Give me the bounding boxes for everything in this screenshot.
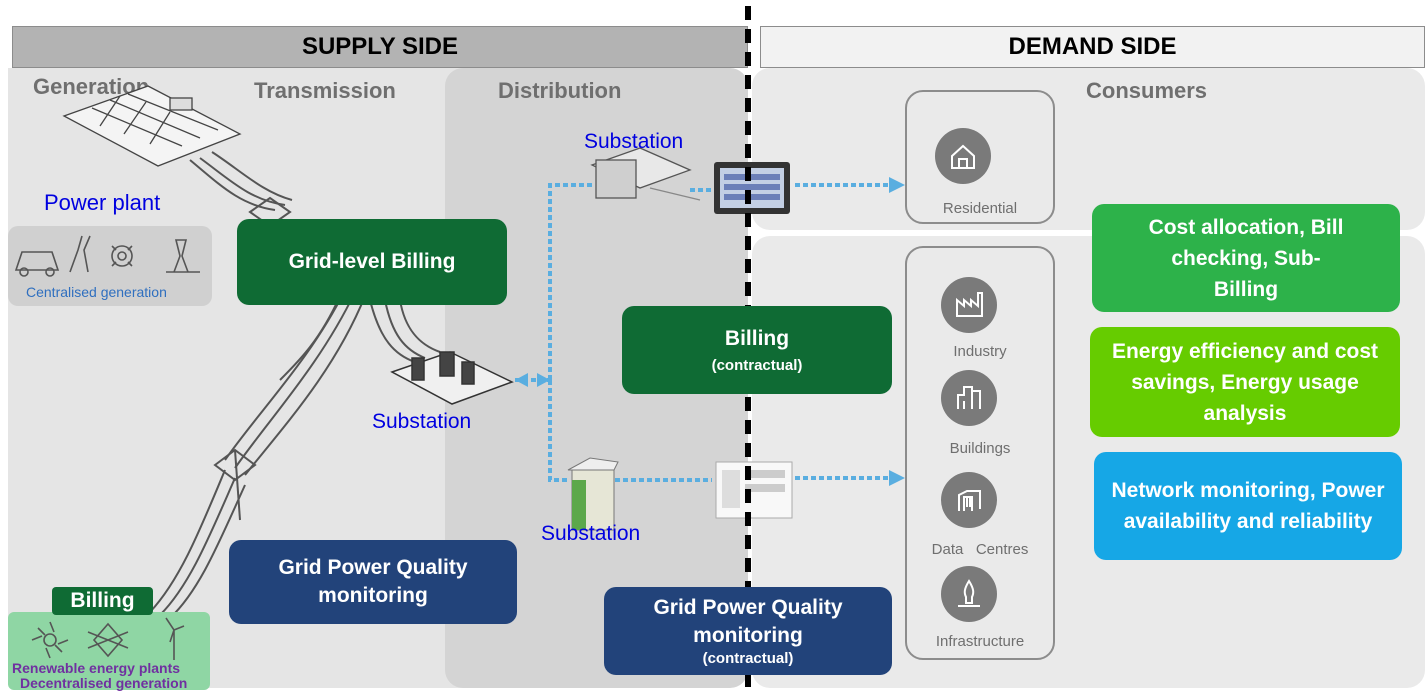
small-billing-text: Billing <box>70 589 135 612</box>
buildings-label: Buildings <box>949 440 1011 457</box>
residential-outline <box>905 90 1055 224</box>
energy-efficiency-text: Energy efficiency and cost savings, Ener… <box>1111 339 1379 425</box>
building-icon <box>941 370 997 426</box>
demand-side-header: DEMAND SIDE <box>760 26 1425 68</box>
centralised-icons <box>14 235 200 277</box>
renewable-group: Renewable energy plants Decentralised ge… <box>8 612 210 691</box>
substation-top-label: Substation <box>584 130 684 153</box>
consumers-label: Consumers <box>1086 78 1208 103</box>
cost-allocation-box: Cost allocation, Bill checking, Sub-Bill… <box>1092 204 1400 312</box>
flame-icon <box>941 566 997 622</box>
grid-level-billing-text: Grid-level Billing <box>288 250 456 273</box>
cost-allocation-text: Cost allocation, Bill checking, Sub-Bill… <box>1148 215 1344 301</box>
substation-mid-icon <box>390 351 514 405</box>
pylon-middle <box>213 448 257 521</box>
consumer-group-outline <box>905 246 1055 660</box>
energy-efficiency-box: Energy efficiency and cost savings, Ener… <box>1090 327 1400 437</box>
renewable-icons <box>31 617 185 660</box>
cabinet-icon <box>567 457 619 531</box>
house-icon <box>935 128 991 184</box>
grid-power-quality-text: Grid Power Quality monitoring <box>278 556 468 607</box>
substation-top-icon <box>590 147 701 201</box>
billing-title: Billing <box>724 326 790 350</box>
supply-side-header: SUPPLY SIDE <box>12 26 748 68</box>
centralised-generation-label: Centralised generation <box>26 284 167 300</box>
billing-subtitle: (contractual) <box>711 356 803 374</box>
grid-power-quality-contractual-box: Grid Power Quality monitoring (contractu… <box>604 587 892 675</box>
billing-contractual-box: Billing (contractual) <box>622 306 892 394</box>
meter-bottom-icon <box>715 461 793 519</box>
substation-mid-label: Substation <box>372 410 472 433</box>
industry-label: Industry <box>953 343 1007 360</box>
power-plant-icon <box>62 85 242 167</box>
demand-side-title: DEMAND SIDE <box>1008 33 1177 60</box>
grid-power-quality-box: Grid Power Quality monitoring <box>229 540 517 624</box>
distribution-label: Distribution <box>498 78 622 103</box>
meter-top-icon <box>714 162 790 214</box>
grid-power-quality-contractual-text: Grid Power Quality monitoring <box>653 596 843 647</box>
datacentre-icon <box>941 472 997 528</box>
grid-power-quality-contractual-sub: (contractual) <box>702 650 794 667</box>
data-centres-label: Data Centres <box>931 541 1029 558</box>
network-monitoring-box: Network monitoring, Power availability a… <box>1094 452 1402 560</box>
power-plant-label: Power plant <box>44 190 161 215</box>
infrastructure-label: Infrastructure <box>935 633 1025 650</box>
factory-icon <box>941 277 997 333</box>
centralised-generation-group: Centralised generation <box>8 226 212 306</box>
decentralised-label: Decentralised generation <box>20 675 188 691</box>
supply-side-title: SUPPLY SIDE <box>301 33 459 60</box>
small-billing-box: Billing <box>52 587 153 615</box>
consumers-top-panel <box>752 68 1425 230</box>
transmission-label: Transmission <box>254 78 396 103</box>
network-monitoring-text: Network monitoring, Power availability a… <box>1111 479 1385 533</box>
grid-level-billing-box: Grid-level Billing <box>237 219 507 305</box>
residential-label: Residential <box>942 200 1018 217</box>
renewable-label: Renewable energy plants <box>12 660 181 676</box>
substation-bottom-label: Substation <box>541 522 641 545</box>
